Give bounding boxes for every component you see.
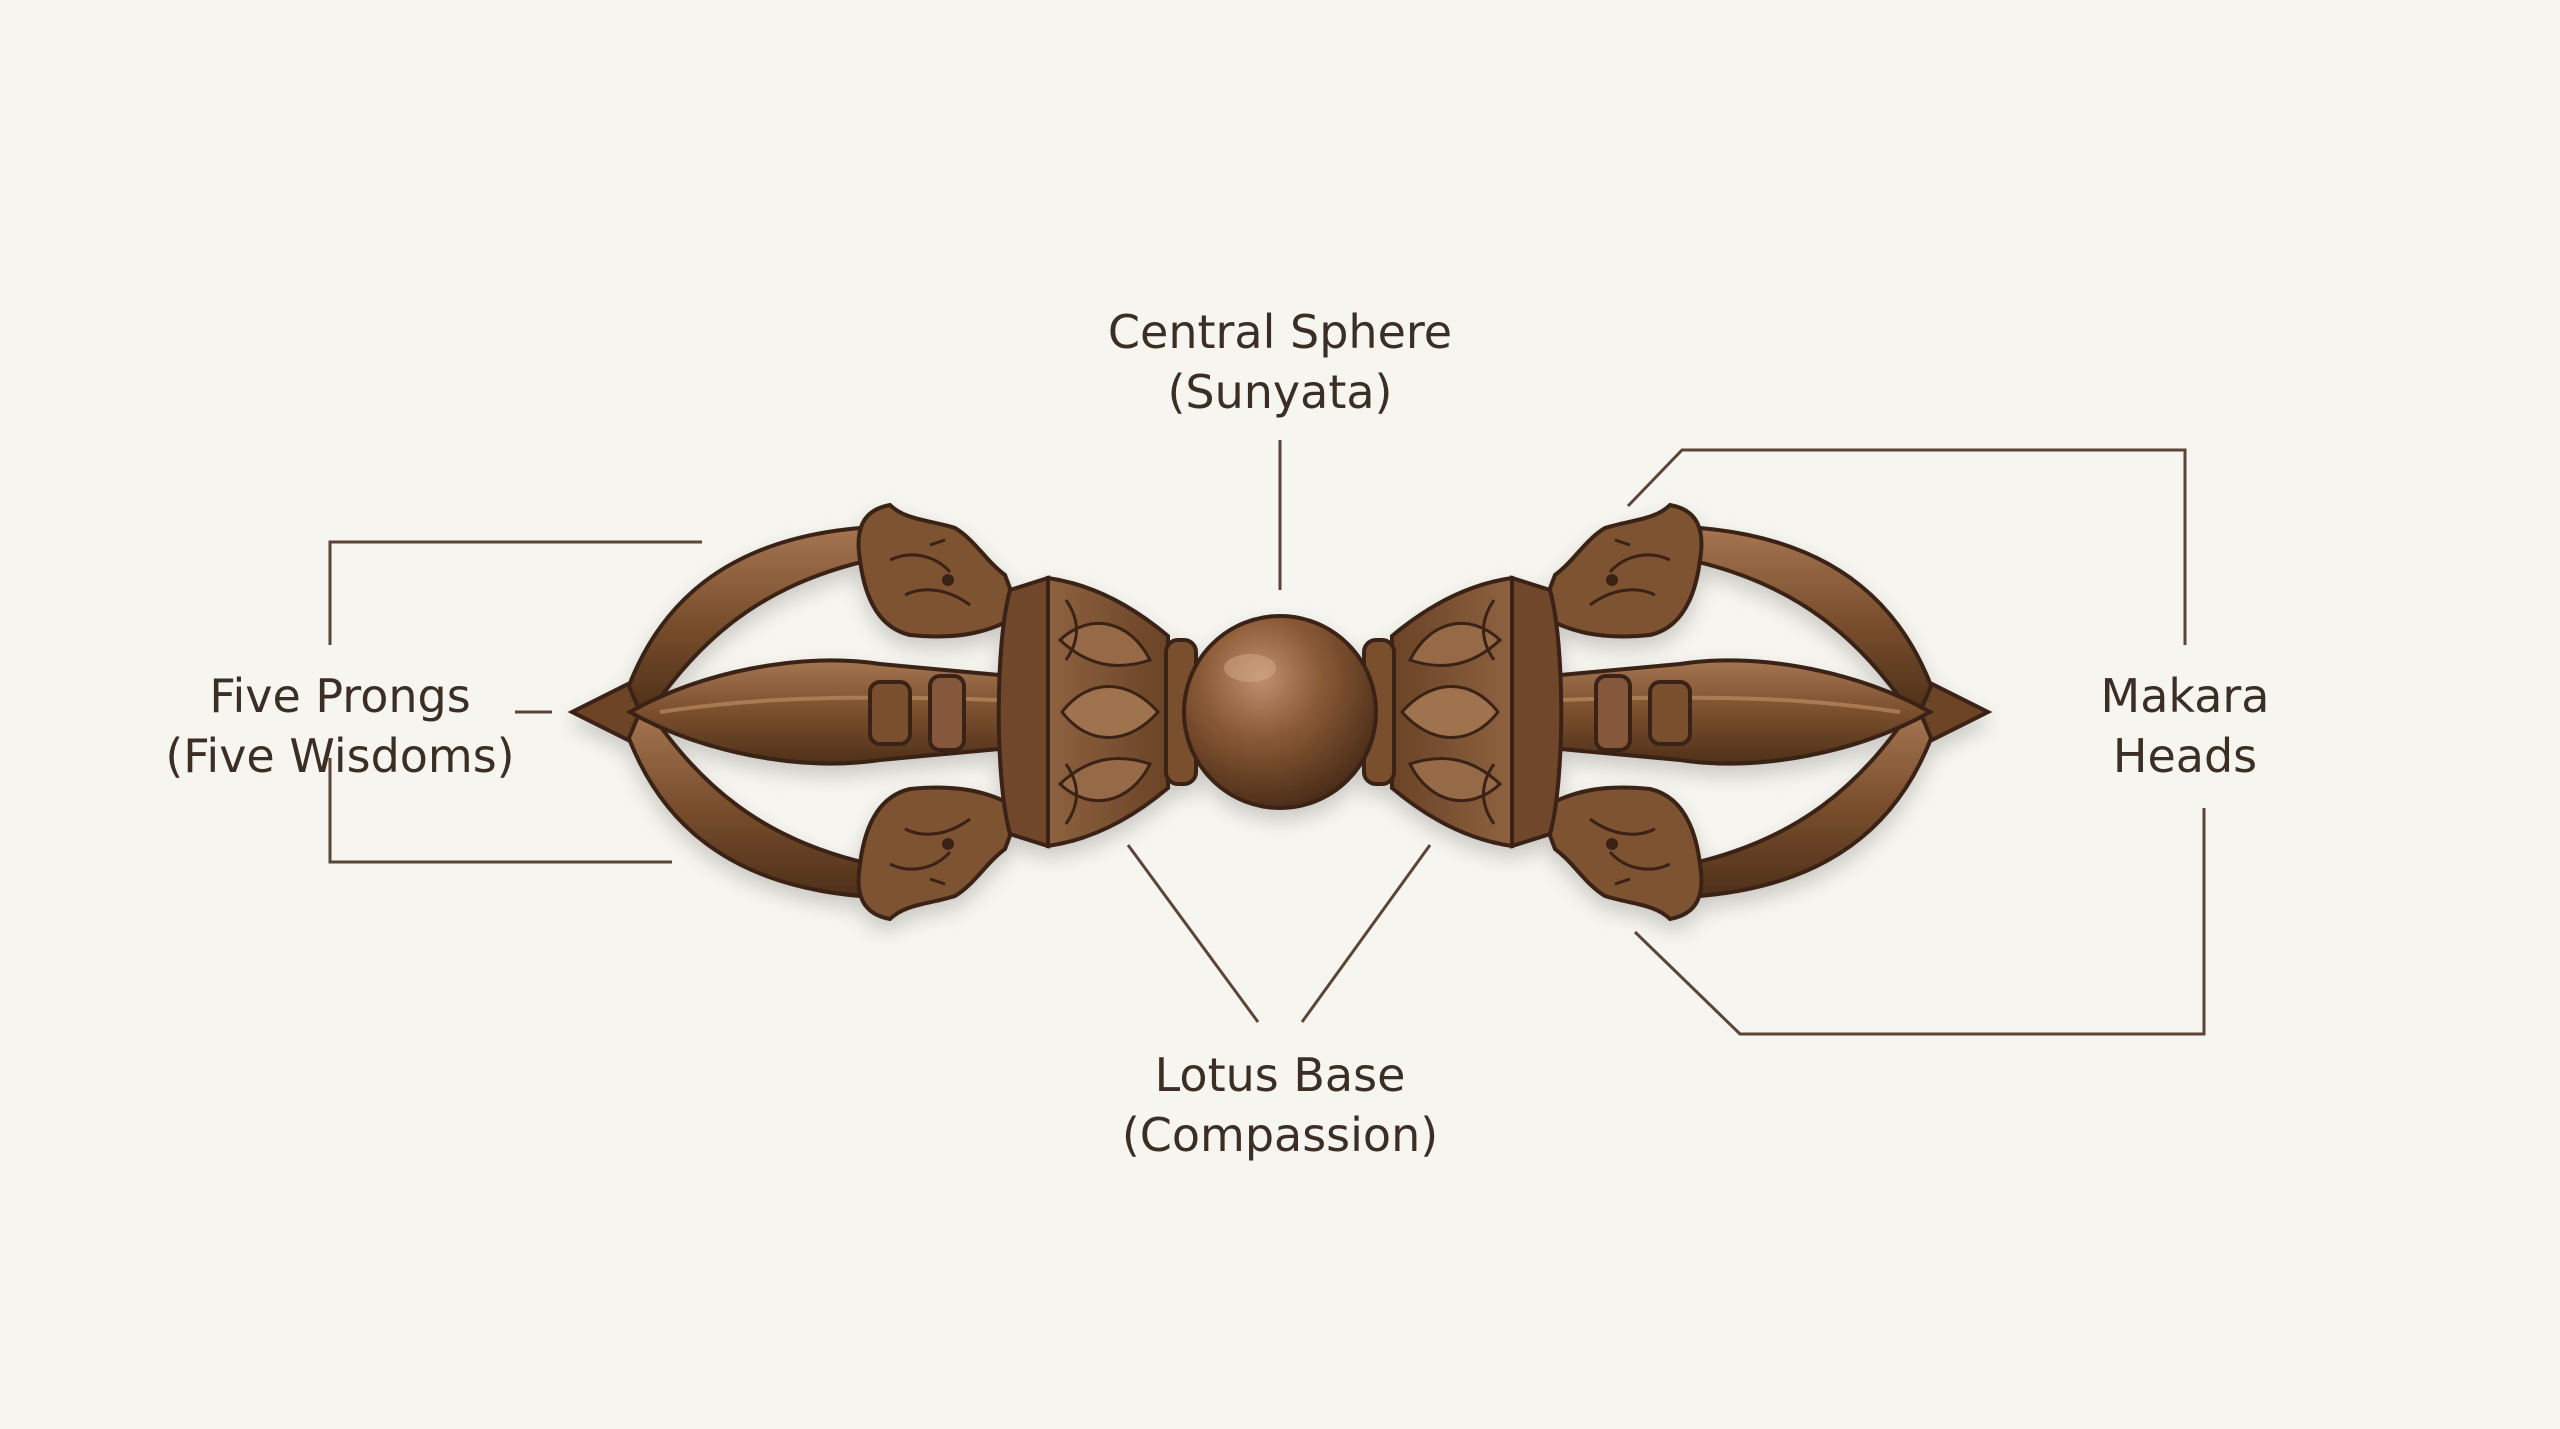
leader-makara-lower xyxy=(1635,808,2204,1034)
label-makara-heads: Makara Heads xyxy=(2010,666,2360,786)
label-central-sphere-subtitle: (Sunyata) xyxy=(1030,362,1530,422)
central-sphere xyxy=(1184,616,1376,808)
label-central-sphere: Central Sphere (Sunyata) xyxy=(1030,302,1530,422)
label-lotus-base-subtitle: (Compassion) xyxy=(1030,1105,1530,1165)
leader-lotus-right xyxy=(1302,845,1430,1022)
label-makara-heads-title: Makara xyxy=(2010,666,2360,726)
label-lotus-base: Lotus Base (Compassion) xyxy=(1030,1045,1530,1165)
label-five-prongs-subtitle: (Five Wisdoms) xyxy=(100,726,580,786)
leader-lotus-left xyxy=(1128,845,1258,1022)
label-five-prongs: Five Prongs (Five Wisdoms) xyxy=(100,666,580,786)
label-five-prongs-title: Five Prongs xyxy=(100,666,580,726)
label-central-sphere-title: Central Sphere xyxy=(1030,302,1530,362)
leader-prongs-upper xyxy=(330,542,702,645)
label-makara-heads-subtitle: Heads xyxy=(2010,726,2360,786)
label-lotus-base-title: Lotus Base xyxy=(1030,1045,1530,1105)
